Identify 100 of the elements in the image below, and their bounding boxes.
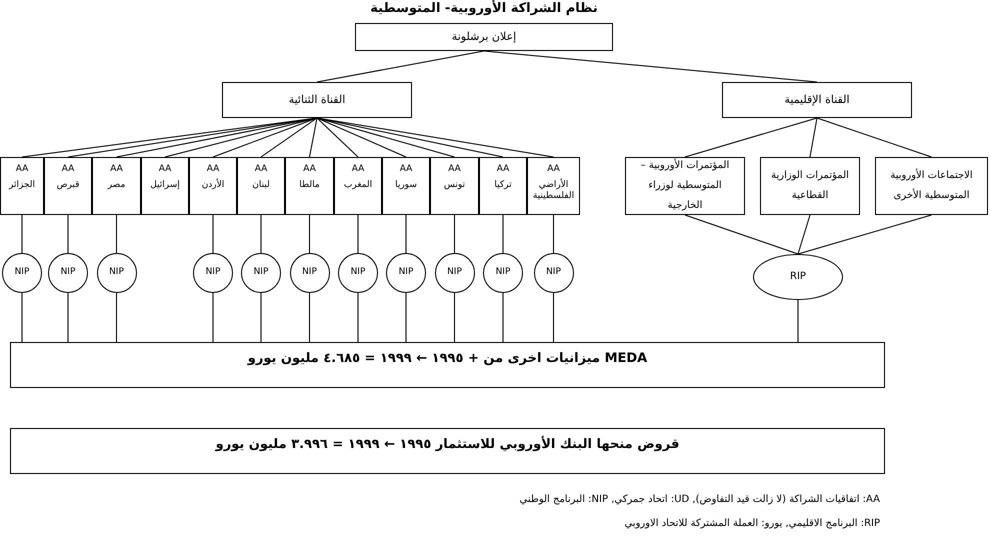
box-label: MEDA ميزانيات اخرى من + ١٩٩٥ ← ١٩٩٩ = ٤.٦٨٥ مليون يورو [248,351,648,368]
connector-line [260,214,262,254]
agreement-box [237,157,285,215]
agreement-code: AA [16,164,28,176]
box-label: NIP [60,267,76,279]
agreement-box [479,157,527,215]
program-circle [96,253,136,293]
box-label: القناة الثنائية [288,93,346,107]
box-label: RIP [790,270,806,284]
connector-line [116,214,117,254]
connector-line [798,214,810,254]
program-circle [386,253,426,293]
connector-line [454,292,455,342]
connector-line [309,292,310,342]
country-name: إسرائيل [150,180,180,192]
box-label: NIP [254,267,268,279]
connector-line [454,214,455,254]
legend-note: RIP: البرنامج الاقليمي, يورو: العملة المشتركة للاتحاد الاوروبي [624,518,880,530]
declaration-box [355,23,613,51]
connector-line [684,118,818,158]
agreement-box [527,157,580,215]
agreement-code: AA [448,164,461,176]
agreement-code: AA [496,164,510,176]
connector-line [684,214,798,254]
box-label: المؤتمرات الوزارية القطاعية [770,169,850,203]
program-circle [483,253,523,293]
connector-line [316,118,358,158]
agreement-box [44,157,92,215]
connector-line [798,214,932,254]
connector-line [316,118,406,158]
program-circle [338,253,378,293]
budget-box [10,342,885,388]
box-label: NIP [398,267,414,279]
box-label: المؤتمرات الأوروبية – المتوسطية لوزراء الخارجية [640,158,730,213]
connector-line [116,292,117,342]
country-name: تركيا [494,180,512,192]
agreement-box [382,157,430,215]
agreement-box [92,157,141,215]
country-name: قبرص [56,180,80,192]
country-name: مصر [108,180,126,192]
country-name: سوريا [395,180,417,192]
agreement-code: AA [158,164,172,176]
box-label: الاجتماعات الأوروبية المتوسطية الأخرى [889,168,974,203]
agreement-box [285,157,334,215]
country-name: الجزائر [9,180,35,192]
connector-line [502,214,504,254]
box-label: NIP [447,267,462,279]
connector-line [553,292,554,342]
program-circle [2,253,42,293]
connector-line [816,118,932,158]
box-label: NIP [496,267,510,279]
program-circle [290,253,330,293]
program-circle [434,253,474,293]
agreement-code: AA [352,164,364,176]
agreement-code: AA [254,164,268,176]
agreement-box [430,157,479,215]
connector-line [316,50,484,82]
box-label: NIP [350,267,366,279]
loan-box [10,428,885,474]
connector-line [553,214,554,254]
program-circle [241,253,281,293]
country-name: لبنان [252,180,270,192]
conference-box [760,157,860,215]
agreement-box [141,157,189,215]
agreement-code: AA [303,164,316,176]
connector-line [260,118,318,158]
agreement-code: AA [206,164,220,176]
connector-line [260,292,262,342]
conference-box [875,157,988,215]
box-label: NIP [109,267,124,279]
box-label: إعلان برشلونة [452,30,516,44]
country-name: مالطا [299,180,320,192]
connector-line [309,214,310,254]
country-name: تونس [444,180,466,192]
agreement-box [189,157,237,215]
box-label: NIP [14,267,30,279]
country-name: المغرب [344,180,372,192]
agreement-box [334,157,382,215]
box-label: قروض منحها البنك الأوروبي للاستثمار ١٩٩٥ ← ١٩٩٩ = ٣.٩٩٦ مليون يورو [216,437,680,454]
box-label: NIP [206,267,220,279]
agreement-code: AA [62,164,74,176]
connector-line [212,118,318,158]
legend-note: AA: اتفاقيات الشراكة (لا زالت قيد التفاوض), UD: اتحاد جمركي, NIP: البرنامج الوطني [520,494,880,506]
connector-line [502,292,504,342]
agreement-code: AA [547,164,560,176]
agreement-code: AA [400,164,412,176]
agreement-box [0,157,44,215]
connector-line [484,50,818,82]
box-label: NIP [546,267,561,279]
connector-line [810,118,818,158]
agreement-code: AA [110,164,123,176]
program-circle [193,253,233,293]
connector-line [212,292,214,342]
program-circle [48,253,88,293]
box-label: القناة الإقليمية [784,93,850,107]
channel-box [222,82,412,118]
connector-line [309,118,318,158]
box-label: NIP [302,267,317,279]
program-circle [534,253,574,293]
country-name: الأردن [202,180,224,192]
